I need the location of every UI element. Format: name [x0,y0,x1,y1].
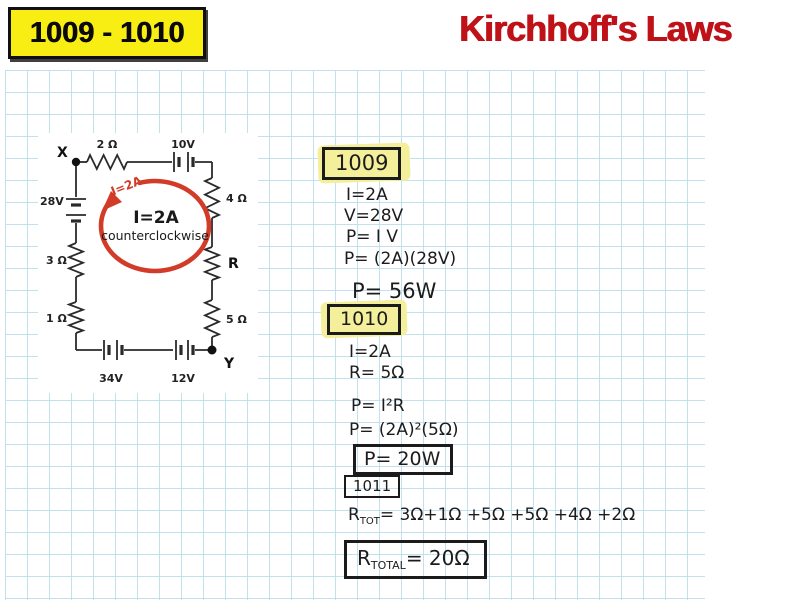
arrowhead-icon [102,191,122,211]
page-title-text: Kirchhoff's Laws [458,8,733,49]
page-title: Kirchhoff's Laws [430,6,760,52]
resistor-2ohm [86,152,128,172]
battery-34v-symbol [103,340,124,360]
resistor-3ohm-label: 3 Ω [46,254,67,267]
work-line: P= I²R [351,396,405,416]
resistor-1ohm-label: 1 Ω [46,312,67,325]
current-loop-ellipse [98,178,212,274]
resistor-4ohm-label: 4 Ω [226,192,247,205]
circuit-svg: I=2A X 2 Ω 10V 4 Ω R 5 Ω 28V 3 Ω 1 Ω 34V… [40,138,247,385]
work-line: P= (2A)²(5Ω) [349,420,459,440]
rtotal-subscript: TOTAL [370,559,406,572]
work-line: R= 5Ω [349,363,405,383]
problem-range-label: 1009 - 1010 [29,16,185,49]
work-section-1011: 1011 RTOT= 3Ω+1Ω +5Ω +5Ω +4Ω +2Ω RTOTAL=… [344,475,635,579]
resistor-5ohm [202,299,222,338]
battery-12v-label: 12V [171,372,195,385]
battery-12v-symbol [175,340,195,360]
rtotal-value: = 20Ω [405,546,470,570]
battery-28v-symbol [66,198,86,223]
work-line: P= I V [346,227,398,247]
red-current-note: I=2A [109,173,145,198]
rtot-equation: = 3Ω+1Ω +5Ω +5Ω +4Ω +2Ω [379,505,636,525]
resistor-R-label: R [228,256,239,272]
work-result-1011: RTOTAL= 20Ω [344,540,487,579]
resistor-5ohm-label: 5 Ω [226,313,247,326]
node-x-label: X [57,145,68,161]
work-line: V=28V [344,206,404,226]
work-line: P= (2A)(28V) [344,249,457,269]
rtotal-base: R [357,546,371,570]
work-result-1009: P= 56W [352,279,437,303]
work-result-1010: P= 20W [353,444,454,475]
node-y-label: Y [223,356,235,372]
resistor-3ohm [66,242,86,278]
resistor-R [202,246,222,281]
rtot-subscript: TOT [359,516,380,527]
resistor-2ohm-label: 2 Ω [97,138,118,151]
work-section-1010: 1010 I=2A R= 5Ω P= I²R P= (2A)²(5Ω) P= 2… [320,299,459,475]
work-section-1009: 1009 I=2A V=28V P= I V P= (2A)(28V) P= 5… [317,142,457,303]
battery-28v-label: 28V [40,195,64,208]
battery-10v-symbol [173,152,195,172]
resistor-4ohm [202,177,222,219]
current-value-label: I=2A [133,208,179,228]
node-x-dot [71,157,81,167]
work-line: I=2A [346,185,388,205]
problem-label-1010: 1010 [327,304,402,335]
work-line-rtot: RTOT= 3Ω+1Ω +5Ω +5Ω +4Ω +2Ω [348,505,635,532]
resistor-1ohm [66,301,86,334]
problem-label-1011: 1011 [344,475,401,498]
battery-34v-label: 34V [99,372,123,385]
problem-range-badge: 1009 - 1010 [8,7,206,59]
work-line: I=2A [349,342,391,362]
problem-label-1009: 1009 [322,147,402,180]
direction-label: counterclockwise [101,228,209,243]
circuit-diagram: I=2A X 2 Ω 10V 4 Ω R 5 Ω 28V 3 Ω 1 Ω 34V… [38,133,258,393]
battery-10v-label: 10V [171,138,195,151]
rtot-base: R [348,505,360,525]
node-y-dot [207,345,217,355]
circuit-wires [66,152,222,351]
